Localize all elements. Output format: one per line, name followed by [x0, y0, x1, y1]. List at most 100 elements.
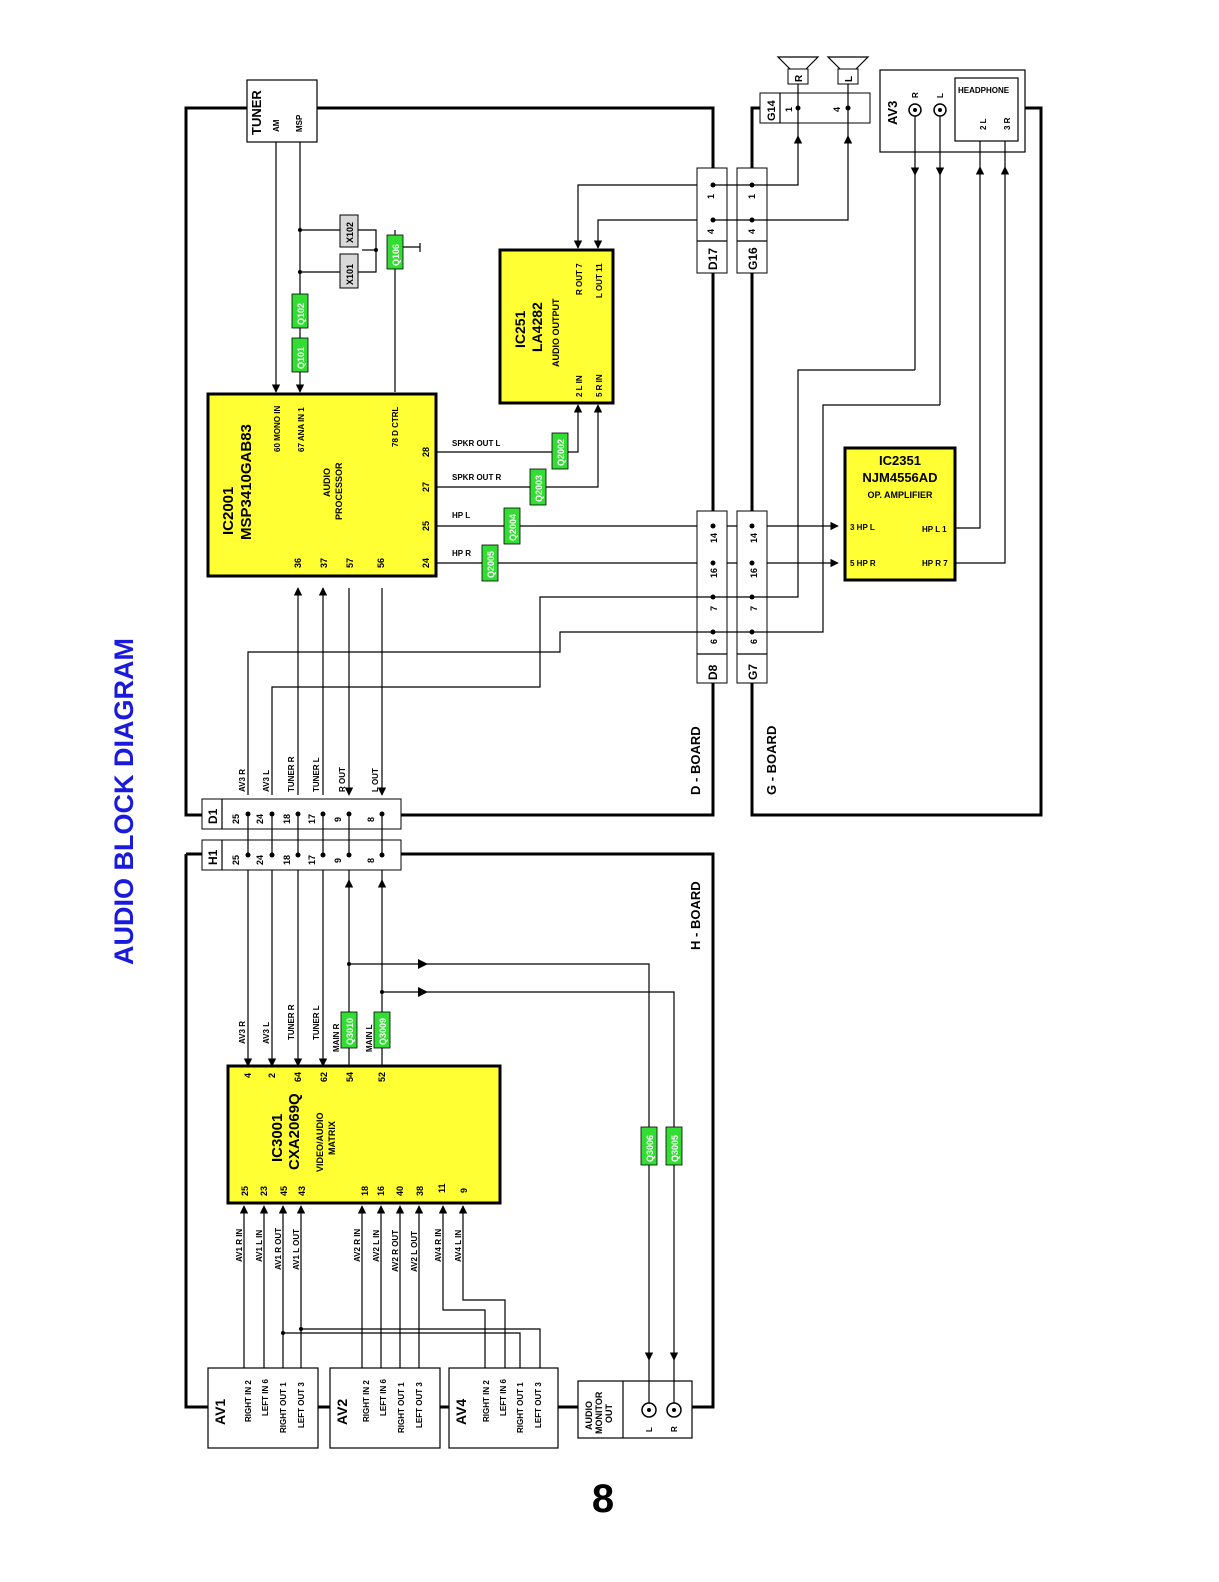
tuner-label: TUNER: [249, 90, 264, 135]
svg-text:Q106: Q106: [391, 244, 401, 266]
svg-text:AV2 R OUT: AV2 R OUT: [391, 1230, 400, 1272]
svg-text:D8: D8: [706, 664, 720, 680]
svg-text:TUNER R: TUNER R: [287, 756, 296, 792]
svg-text:9: 9: [333, 858, 343, 863]
svg-text:17: 17: [307, 855, 317, 865]
svg-text:RIGHT IN 2: RIGHT IN 2: [244, 1380, 253, 1422]
svg-text:L OUT 11: L OUT 11: [595, 263, 604, 298]
svg-text:AUDIO OUTPUT: AUDIO OUTPUT: [551, 298, 561, 367]
av2-jack-block: [329, 1367, 441, 1449]
svg-text:24: 24: [421, 558, 431, 568]
svg-text:AV1 R OUT: AV1 R OUT: [274, 1228, 283, 1270]
svg-text:X102: X102: [345, 222, 355, 243]
d-board-outline: [184, 106, 715, 817]
svg-text:MSP: MSP: [295, 114, 304, 132]
svg-text:MONITOR: MONITOR: [594, 1391, 604, 1434]
svg-text:5 R IN: 5 R IN: [595, 374, 604, 397]
transistor-q2004: [503, 507, 521, 545]
transistor-q3005: [665, 1126, 683, 1166]
svg-text:23: 23: [259, 1186, 269, 1196]
svg-text:D17: D17: [706, 248, 720, 270]
transistor-q3009: [373, 1011, 391, 1049]
svg-text:1: 1: [747, 194, 757, 199]
svg-text:LEFT IN 6: LEFT IN 6: [261, 1379, 270, 1416]
svg-text:28: 28: [421, 447, 431, 457]
svg-text:AV1 L IN: AV1 L IN: [255, 1230, 264, 1262]
svg-text:54: 54: [345, 1072, 355, 1082]
svg-text:4: 4: [832, 107, 842, 112]
svg-text:AV4 R IN: AV4 R IN: [434, 1229, 443, 1262]
svg-text:7: 7: [709, 606, 719, 611]
svg-text:7: 7: [749, 606, 759, 611]
svg-text:64: 64: [293, 1072, 303, 1082]
svg-text:Q2002: Q2002: [556, 439, 566, 466]
svg-text:52: 52: [377, 1072, 387, 1082]
svg-text:16: 16: [749, 568, 759, 578]
svg-text:D1: D1: [206, 808, 220, 824]
crystal-x101: [339, 253, 359, 289]
svg-text:57: 57: [345, 558, 355, 568]
transistor-q101: [291, 337, 309, 373]
svg-text:H1: H1: [206, 849, 220, 865]
svg-text:2 L IN: 2 L IN: [575, 375, 584, 397]
svg-text:G7: G7: [746, 664, 760, 680]
svg-text:LEFT IN 6: LEFT IN 6: [499, 1379, 508, 1416]
svg-text:MAIN L: MAIN L: [365, 1024, 374, 1052]
svg-text:60 MONO IN: 60 MONO IN: [273, 406, 282, 452]
svg-text:AV3 R: AV3 R: [238, 769, 247, 792]
svg-text:IC3001: IC3001: [269, 1114, 286, 1162]
svg-text:TUNER L: TUNER L: [312, 757, 321, 792]
svg-text:4: 4: [243, 1073, 253, 1078]
svg-text:38: 38: [415, 1186, 425, 1196]
svg-text:AV2: AV2: [334, 1399, 350, 1425]
svg-text:14: 14: [709, 533, 719, 543]
diagram-title: AUDIO BLOCK DIAGRAM: [109, 638, 139, 965]
svg-text:L: L: [936, 93, 945, 98]
svg-text:RIGHT IN 2: RIGHT IN 2: [362, 1380, 371, 1422]
svg-text:2 L: 2 L: [979, 118, 988, 130]
svg-text:AM: AM: [272, 119, 281, 132]
svg-text:LA4282: LA4282: [529, 302, 545, 352]
svg-text:RIGHT IN 2: RIGHT IN 2: [482, 1380, 491, 1422]
av4-jack-block: [448, 1367, 559, 1449]
g-board-outline: [750, 106, 1043, 817]
svg-text:67 ANA IN 1: 67 ANA IN 1: [297, 407, 306, 452]
svg-text:VIDEO/AUDIO: VIDEO/AUDIO: [315, 1112, 325, 1172]
svg-text:56: 56: [376, 558, 386, 568]
transistor-q106: [386, 234, 404, 270]
svg-text:24: 24: [255, 855, 265, 865]
ic251-block: [498, 248, 615, 405]
svg-text:G14: G14: [766, 99, 778, 121]
svg-text:L: L: [844, 76, 855, 82]
svg-text:SPKR OUT L: SPKR OUT L: [452, 439, 501, 448]
svg-text:LEFT IN 6: LEFT IN 6: [379, 1379, 388, 1416]
svg-text:40: 40: [395, 1186, 405, 1196]
svg-text:AV3 L: AV3 L: [262, 1022, 271, 1044]
svg-text:3 HP L: 3 HP L: [850, 523, 875, 532]
tuner-block: [246, 79, 318, 143]
h-board-outline: [184, 854, 208, 1409]
svg-text:6: 6: [749, 639, 759, 644]
svg-text:R: R: [911, 92, 920, 98]
svg-text:RIGHT OUT 1: RIGHT OUT 1: [279, 1382, 288, 1433]
svg-text:L: L: [645, 1427, 654, 1432]
svg-text:11: 11: [437, 1183, 447, 1193]
svg-text:16: 16: [709, 568, 719, 578]
svg-text:8: 8: [366, 858, 376, 863]
transistor-q2003: [529, 468, 547, 506]
svg-text:HP L 1: HP L 1: [922, 525, 947, 534]
svg-text:NJM4556AD: NJM4556AD: [862, 470, 937, 485]
svg-text:18: 18: [282, 855, 292, 865]
svg-text:SPKR OUT R: SPKR OUT R: [452, 473, 502, 482]
svg-text:OP. AMPLIFIER: OP. AMPLIFIER: [867, 490, 933, 500]
speaker-r-icon: R: [776, 56, 820, 85]
svg-text:AV1 L OUT: AV1 L OUT: [292, 1229, 301, 1270]
svg-text:37: 37: [319, 558, 329, 568]
svg-text:16: 16: [376, 1186, 386, 1196]
page-number: 8: [592, 1477, 614, 1521]
svg-text:CXA2069Q: CXA2069Q: [286, 1093, 303, 1170]
svg-text:25: 25: [231, 855, 241, 865]
svg-text:AUDIO: AUDIO: [584, 1401, 594, 1430]
svg-text:25: 25: [231, 814, 241, 824]
